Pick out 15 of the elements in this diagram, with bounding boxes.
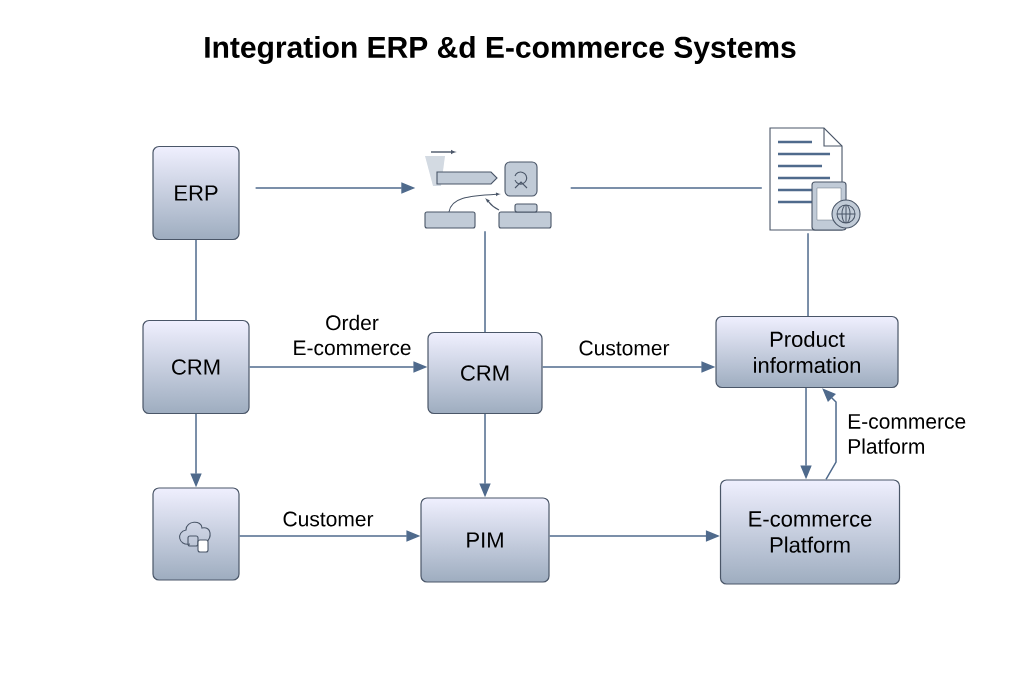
edge-label: Order E-commerce xyxy=(294,314,411,356)
document-drawing xyxy=(769,127,861,231)
process-box: ERP xyxy=(152,145,240,241)
edge-label: Customer xyxy=(283,511,374,527)
title: Integration ERP &d E-commerce Systems xyxy=(205,35,796,65)
process-box: CRM xyxy=(142,319,250,415)
process-box: PIM xyxy=(420,497,550,583)
process-box: Product information xyxy=(715,315,899,389)
edge-label: Customer xyxy=(579,340,670,356)
icon-box xyxy=(152,487,240,581)
process-box: E-commerce Platform xyxy=(719,479,901,585)
network-drawing xyxy=(424,150,552,229)
process-box: CRM xyxy=(427,331,543,415)
edge-label: E-commerce Platform xyxy=(848,414,966,454)
arrow xyxy=(822,388,837,481)
